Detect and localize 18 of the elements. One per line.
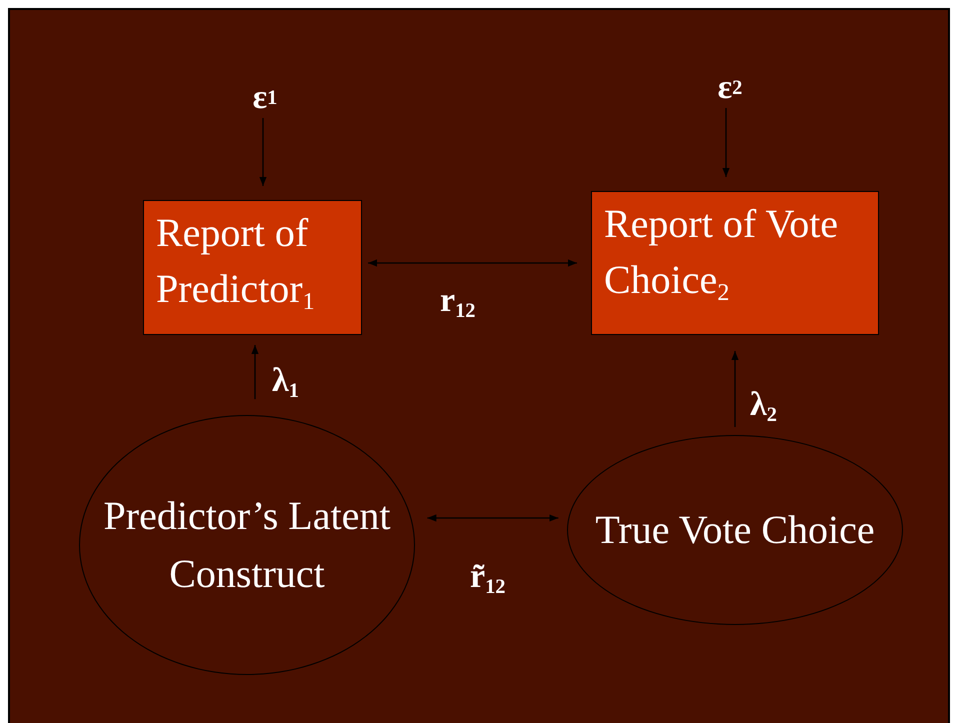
node-text: Report of Predictor$_{1}$: [155, 209, 316, 317]
arrow: [731, 351, 739, 427]
edge-label: r$_{12}$: [440, 282, 476, 320]
edge-label: λ$_{1}$: [272, 362, 299, 400]
edge-label: r̃$_{12}$: [470, 558, 506, 596]
latent-variable-ellipse: [567, 435, 903, 625]
edge-label: λ$_{2}$: [750, 386, 777, 424]
node-text: Report of Vote Choice$_{2}$: [603, 200, 840, 308]
arrow: [427, 514, 558, 522]
observed-variable-box: [143, 200, 362, 335]
latent-variable-ellipse: [79, 415, 415, 675]
arrow: [259, 118, 267, 186]
observed-variable-box: [591, 191, 879, 335]
arrow: [251, 345, 259, 400]
arrow: [368, 259, 577, 267]
node-text: Predictor’s Latent Construct: [102, 492, 392, 598]
node-text: True Vote Choice: [595, 506, 875, 554]
arrow: [722, 108, 730, 177]
